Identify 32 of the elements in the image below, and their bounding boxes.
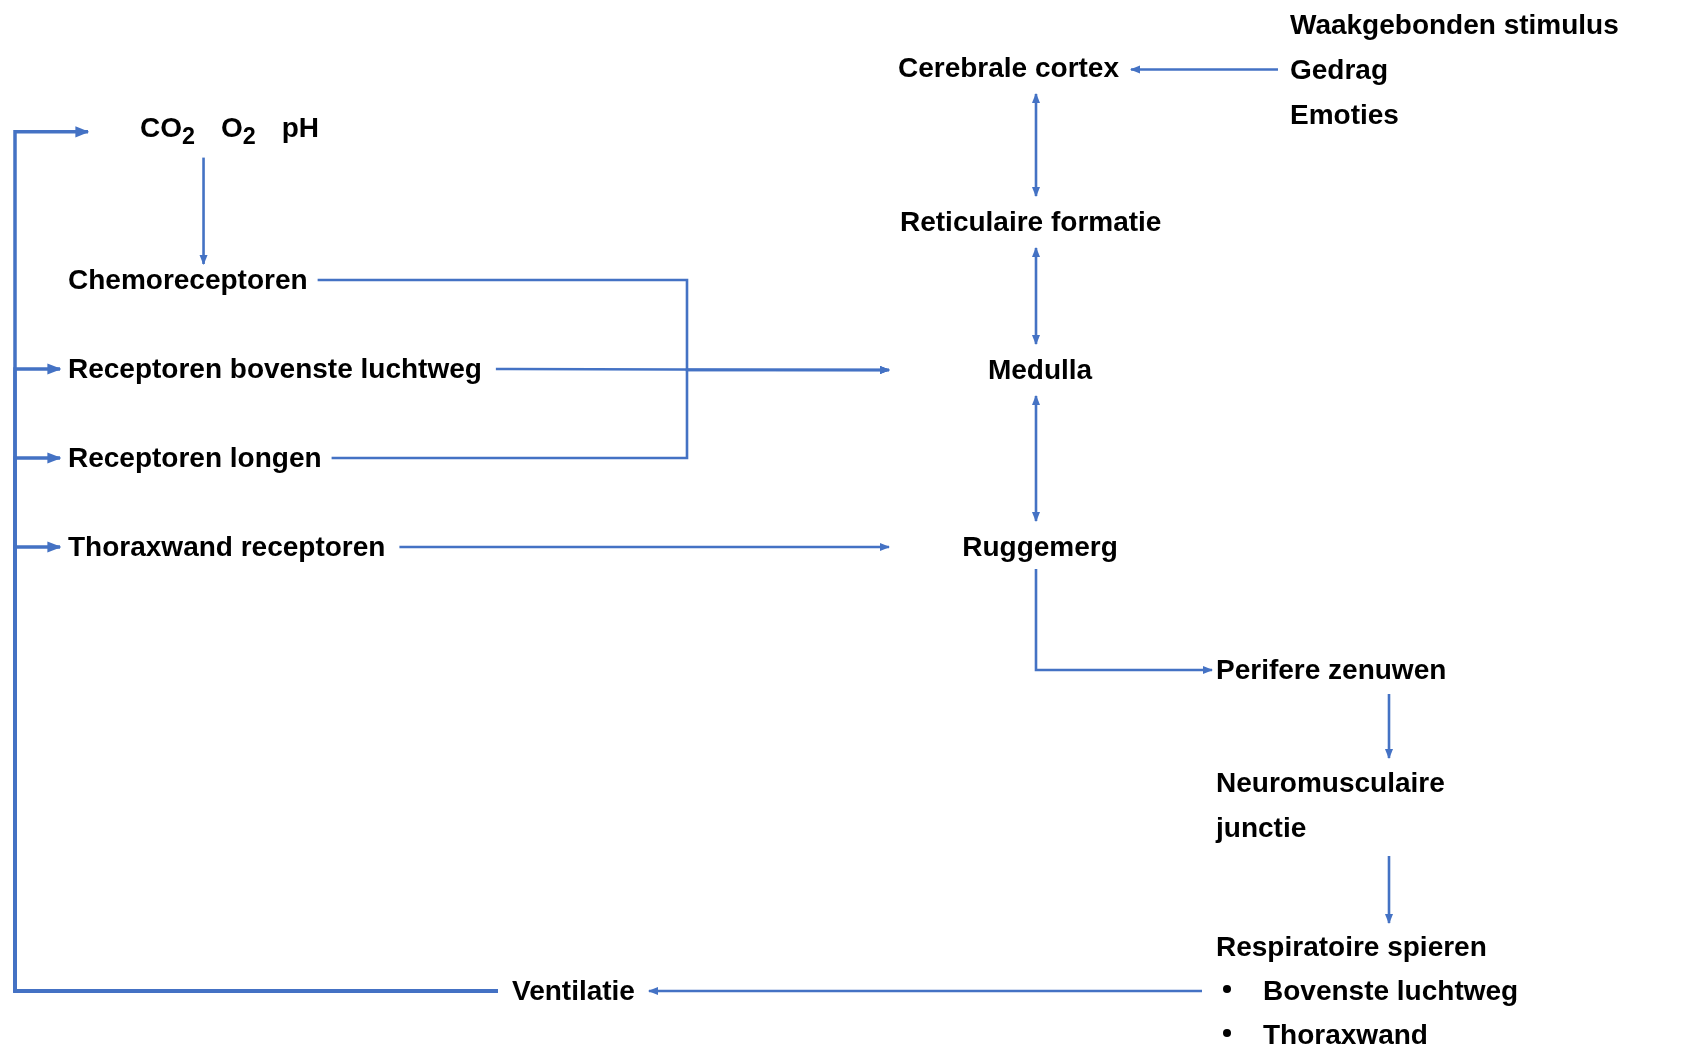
arrow (1031, 246, 1041, 346)
node-label: Ventilatie (512, 973, 635, 1009)
node-label: Chemoreceptoren (60, 262, 308, 298)
parameter-label: CO$_{2}$ (140, 111, 195, 151)
node-label: Waakgebonden stimulus (1290, 8, 1619, 42)
arrow (647, 986, 1202, 996)
parameter-label: pH (281, 111, 320, 145)
arrow (1384, 856, 1394, 925)
arrow (1034, 569, 1214, 675)
arrow (1384, 694, 1394, 760)
node-label: Thoraxwand (1263, 1019, 1428, 1050)
node-label: Ruggemerg (895, 529, 1185, 565)
arrow (13, 541, 498, 993)
node-label: Reticulaire formatie (900, 204, 1162, 240)
node-label: Receptoren longen (60, 440, 322, 476)
arrow (199, 157, 208, 266)
arrow (1031, 92, 1041, 198)
node-label: Receptoren bovenste luchtweg (60, 351, 482, 387)
node-label: Respiratoire spieren (1216, 930, 1488, 964)
node-label: Neuromusculaire junctie (1216, 760, 1506, 850)
node-label: Thoraxwand receptoren (60, 529, 386, 565)
node-label: Gedrag (1290, 53, 1390, 87)
arrow (331, 365, 891, 460)
arrow (1130, 65, 1278, 74)
node-label: Emoties (1290, 98, 1400, 132)
arrow (1031, 394, 1041, 523)
arrow (399, 542, 891, 552)
node-label: Medulla (895, 352, 1185, 388)
node-label: Perifere zenuwen (1216, 652, 1447, 688)
parameter-label: O$_{2}$ (221, 111, 256, 151)
node-label: Bovenste luchtweg (1263, 975, 1519, 1006)
node-label: Cerebrale cortex (898, 50, 1119, 86)
